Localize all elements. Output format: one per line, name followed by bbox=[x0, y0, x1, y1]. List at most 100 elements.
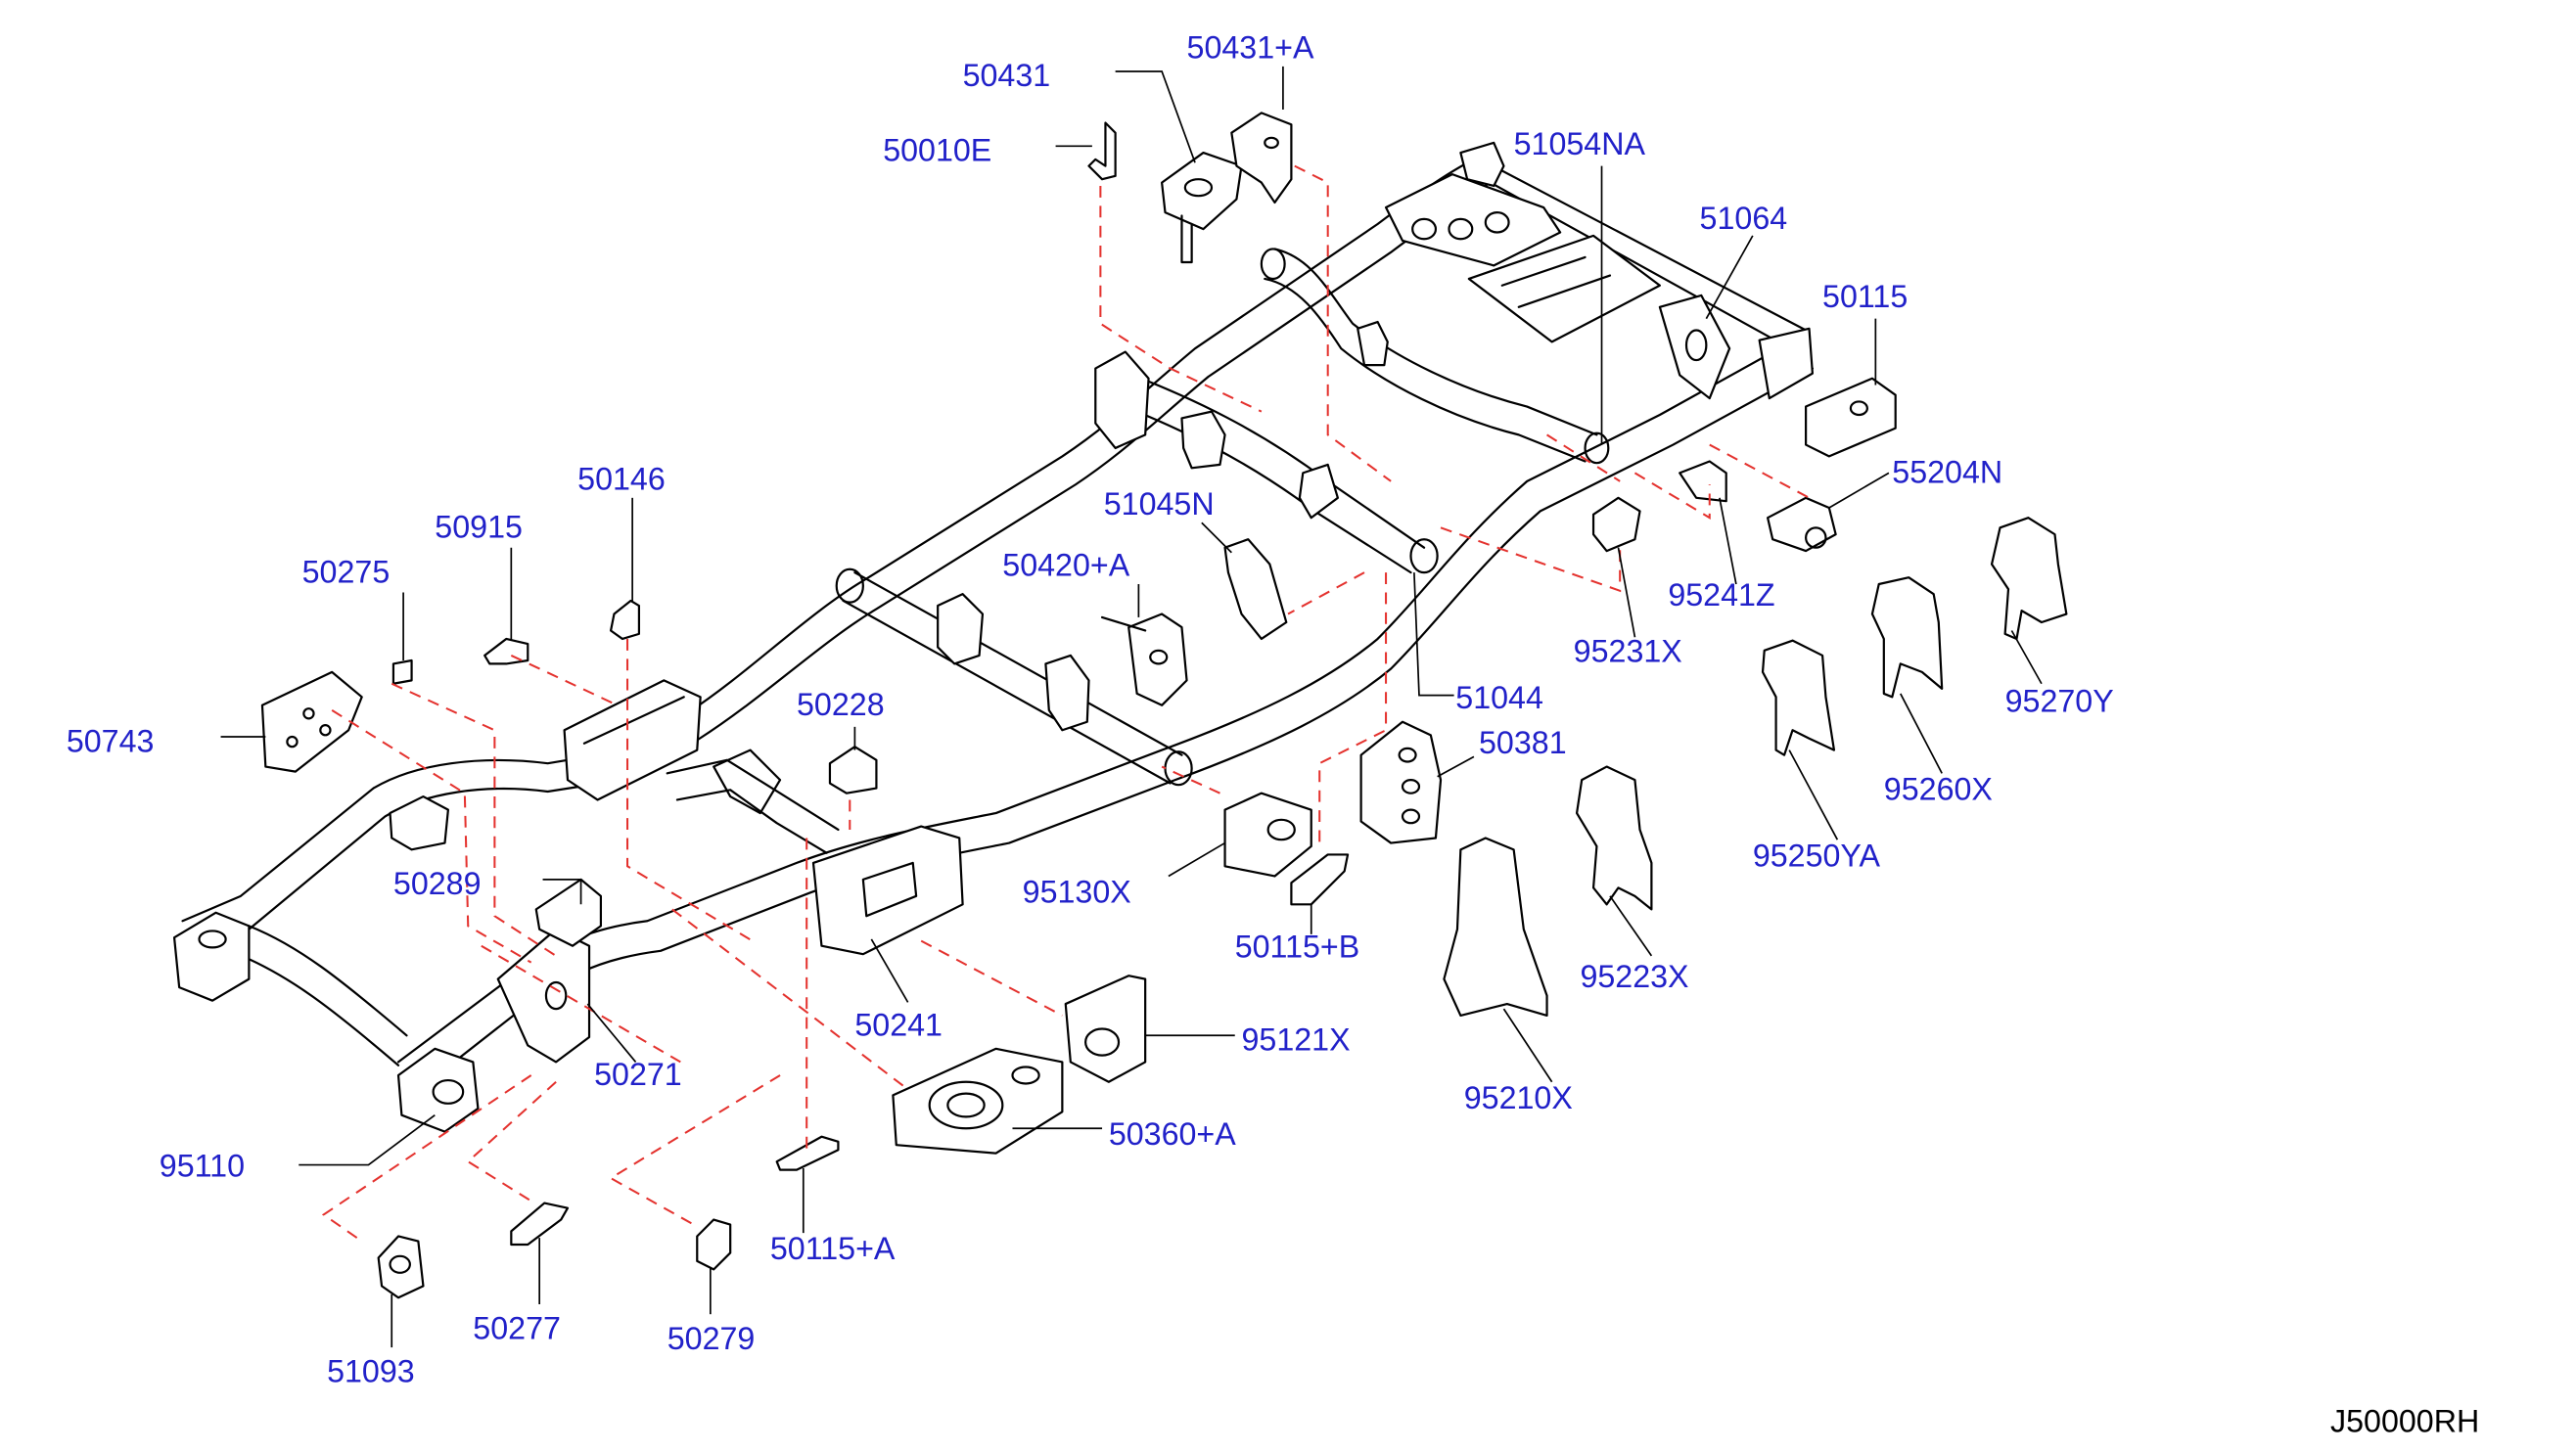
callout-50010e[interactable]: 50010E bbox=[883, 133, 991, 168]
callout-50381[interactable]: 50381 bbox=[1479, 725, 1567, 760]
part-50381-body bbox=[1359, 720, 1443, 844]
leader-95250ya bbox=[1788, 749, 1839, 840]
leader-55204n bbox=[1828, 472, 1890, 509]
callout-95270y[interactable]: 95270Y bbox=[2005, 684, 2114, 719]
callout-95210x[interactable]: 95210X bbox=[1464, 1080, 1573, 1115]
callout-51093[interactable]: 51093 bbox=[327, 1354, 415, 1389]
part-50115 bbox=[1805, 377, 1897, 458]
part-50743-hole-c bbox=[319, 724, 332, 737]
callout-50241[interactable]: 50241 bbox=[854, 1007, 943, 1042]
crossmember-3-bracket-a bbox=[1180, 410, 1226, 470]
callout-50743[interactable]: 50743 bbox=[67, 723, 155, 758]
part-50420a-shaft bbox=[1100, 615, 1147, 632]
dash-line bbox=[671, 908, 905, 1088]
front-cross-tube-top bbox=[248, 925, 408, 1037]
part-95121x-hole bbox=[1084, 1027, 1121, 1057]
rear-crossmember-top bbox=[1476, 157, 1811, 334]
part-95250ya bbox=[1761, 639, 1836, 756]
callout-51044[interactable]: 51044 bbox=[1455, 680, 1543, 715]
rear-gusset-hole-a bbox=[1411, 217, 1438, 241]
tube-crossmember-2-bottom bbox=[842, 599, 1172, 785]
callout-51045n[interactable]: 51045N bbox=[1104, 486, 1215, 522]
callout-95223x[interactable]: 95223X bbox=[1580, 959, 1688, 994]
callout-95110[interactable]: 95110 bbox=[160, 1148, 245, 1183]
leader-95231x bbox=[1617, 547, 1636, 638]
callout-51064[interactable]: 51064 bbox=[1700, 201, 1788, 236]
dash-line bbox=[1440, 526, 1622, 593]
part-50279 bbox=[696, 1218, 732, 1271]
callout-95250ya[interactable]: 95250YA bbox=[1753, 838, 1881, 873]
callout-95260x[interactable]: 95260X bbox=[1884, 771, 1993, 806]
part-51045n bbox=[1223, 538, 1288, 641]
callout-50431a[interactable]: 50431+A bbox=[1187, 29, 1314, 65]
near-rail-front-end-hole bbox=[432, 1078, 465, 1105]
far-rail-mount-box-front bbox=[389, 794, 449, 851]
crossmember-4-right-end bbox=[1584, 431, 1610, 465]
callout-95231x[interactable]: 95231X bbox=[1574, 634, 1682, 669]
part-50431 bbox=[1161, 151, 1243, 264]
part-50431-body bbox=[1161, 151, 1243, 231]
near-rail-front-bracket bbox=[496, 928, 591, 1064]
callout-50431[interactable]: 50431 bbox=[963, 58, 1051, 93]
callout-50115b[interactable]: 50115+B bbox=[1235, 930, 1360, 965]
callout-50279[interactable]: 50279 bbox=[667, 1321, 756, 1356]
part-50420a bbox=[1100, 613, 1188, 706]
part-50360a-body bbox=[892, 1047, 1064, 1155]
callout-50915[interactable]: 50915 bbox=[435, 510, 523, 545]
part-50431a bbox=[1230, 112, 1293, 204]
part-50381-hole-b bbox=[1401, 779, 1421, 794]
rear-gusset-plate bbox=[1384, 173, 1562, 267]
rear-gusset-hole-c bbox=[1484, 211, 1510, 234]
callout-50228[interactable]: 50228 bbox=[797, 687, 885, 722]
part-50277 bbox=[510, 1202, 570, 1247]
part-95130x bbox=[1223, 792, 1312, 878]
rear-gusset-hole-b bbox=[1448, 217, 1474, 241]
part-50115a bbox=[775, 1135, 840, 1171]
callout-50275[interactable]: 50275 bbox=[302, 554, 391, 589]
leader-lines bbox=[220, 66, 2043, 1348]
part-50431-tab bbox=[1180, 214, 1193, 264]
callout-95241z[interactable]: 95241Z bbox=[1668, 577, 1774, 613]
far-rail-lower-edge bbox=[195, 181, 1492, 951]
leader-50289 bbox=[542, 879, 582, 905]
part-50743-hole-a bbox=[302, 707, 315, 720]
dash-line bbox=[510, 655, 619, 706]
rear-crossmember-brace bbox=[1658, 294, 1731, 400]
part-51093-body bbox=[377, 1235, 425, 1299]
near-rail-front-bracket-hole bbox=[544, 980, 568, 1011]
tube-crossmember-2-left-end bbox=[835, 567, 864, 604]
callout-95130x[interactable]: 95130X bbox=[1023, 875, 1131, 910]
tube-crossmember-2-top bbox=[853, 571, 1183, 756]
callout-50289[interactable]: 50289 bbox=[393, 866, 482, 901]
near-rail-body-mount-box bbox=[811, 825, 964, 956]
callout-55204n[interactable]: 55204N bbox=[1892, 455, 2002, 490]
part-50010e bbox=[1087, 121, 1117, 181]
part-50360a-hole bbox=[1011, 1066, 1040, 1085]
leader-50271 bbox=[586, 1003, 637, 1063]
callout-50115a[interactable]: 50115+A bbox=[770, 1231, 896, 1266]
dash-line bbox=[1287, 571, 1365, 615]
callout-50146[interactable]: 50146 bbox=[577, 461, 666, 496]
part-50115-body bbox=[1805, 377, 1897, 458]
part-50431a-hole bbox=[1264, 136, 1279, 150]
dash-line bbox=[466, 1081, 557, 1204]
crossmember-3-bracket-b bbox=[1298, 463, 1339, 520]
reference-dash-lines bbox=[321, 164, 1810, 1243]
callout-50420a[interactable]: 50420+A bbox=[1002, 548, 1129, 583]
callout-50271[interactable]: 50271 bbox=[594, 1057, 682, 1092]
part-95241z bbox=[1679, 460, 1727, 503]
callout-95121x[interactable]: 95121X bbox=[1242, 1022, 1351, 1058]
callout-50277[interactable]: 50277 bbox=[473, 1311, 561, 1346]
part-50146 bbox=[609, 599, 641, 641]
dash-line bbox=[609, 1074, 781, 1226]
mid-crossmember-gusset bbox=[713, 749, 782, 815]
near-rail-body-mount-box-window bbox=[861, 861, 918, 918]
callout-50115[interactable]: 50115 bbox=[1822, 279, 1908, 314]
part-95130x-hole bbox=[1266, 818, 1296, 841]
callout-50360a[interactable]: 50360+A bbox=[1109, 1116, 1236, 1152]
callout-51054na[interactable]: 51054NA bbox=[1514, 126, 1646, 161]
rear-crossmember-tray bbox=[1467, 234, 1661, 343]
dash-line bbox=[626, 638, 757, 944]
part-50743-body bbox=[260, 670, 363, 773]
